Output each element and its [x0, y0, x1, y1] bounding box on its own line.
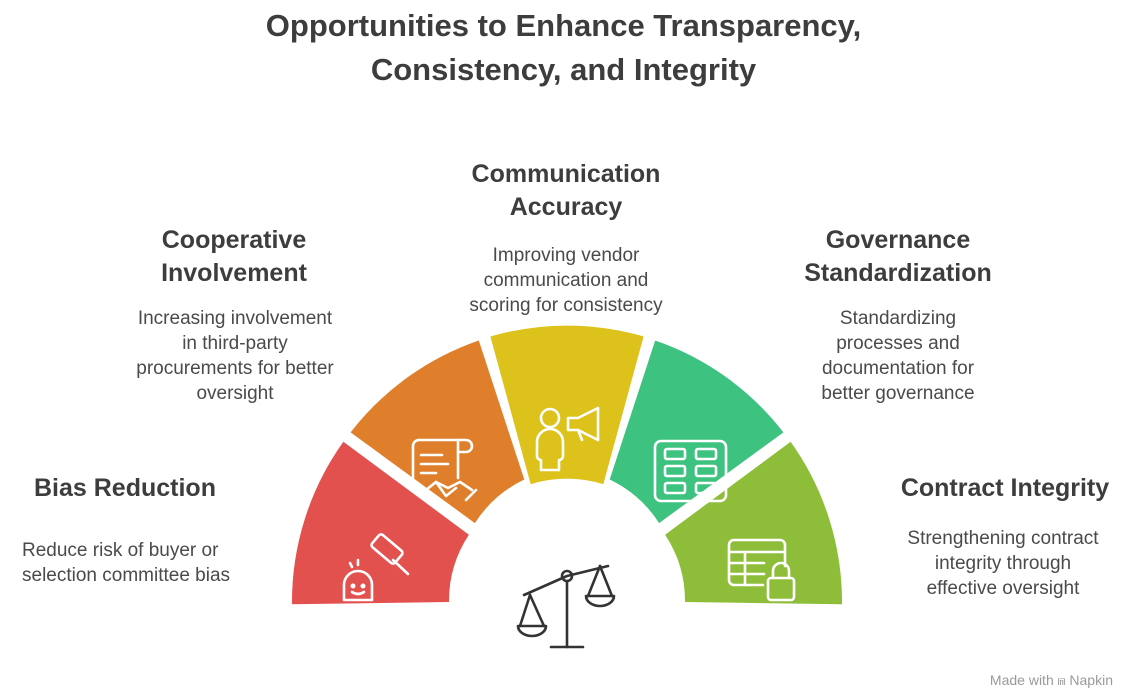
made-with-napkin-footer[interactable]: Made with ⩎ Napkin: [990, 672, 1113, 689]
title-line-2: Consistency, and Integrity: [370, 52, 757, 87]
filing-cabinet-icon: [653, 439, 728, 503]
communication-accuracy-heading: Communication Accuracy: [471, 160, 661, 221]
made-with-label: Made with: [989, 672, 1054, 688]
title-line-1: Opportunities to Enhance Transparency,: [265, 8, 862, 43]
gavel-icon: [342, 533, 410, 602]
diagram-title: Opportunities to Enhance Transparency, C…: [0, 4, 1127, 92]
communication-accuracy-segment: [490, 325, 644, 485]
locked-table-icon: [727, 538, 796, 602]
communication-accuracy-description: Improving vendor communication and scori…: [469, 245, 663, 316]
person-megaphone-icon: [535, 406, 600, 472]
contract-integrity-description: Strengthening contract integrity through…: [907, 528, 1099, 599]
governance-standardization-heading: Governance Standardization: [804, 226, 992, 287]
governance-standardization-segment: [609, 340, 784, 524]
handshake-contract-icon: [411, 438, 478, 502]
bias-reduction-description: Reduce risk of buyer or selection commit…: [22, 540, 231, 586]
bias-reduction-heading: Bias Reduction: [34, 474, 216, 502]
cooperative-involvement-segment: [350, 340, 525, 524]
contract-integrity-heading: Contract Integrity: [900, 474, 1110, 502]
bias-reduction-segment: [291, 441, 469, 605]
cooperative-involvement-description: Increasing involvement in third-party pr…: [136, 308, 334, 404]
cooperative-involvement-heading: Cooperative Involvement: [161, 226, 307, 287]
contract-integrity-segment: [665, 441, 843, 605]
governance-standardization-description: Standardizing processes and documentatio…: [821, 308, 975, 404]
balance-scale-icon: [516, 564, 616, 649]
napkin-brand-label: Napkin: [1069, 672, 1113, 688]
napkin-logo-icon: ⩎: [1057, 672, 1066, 688]
